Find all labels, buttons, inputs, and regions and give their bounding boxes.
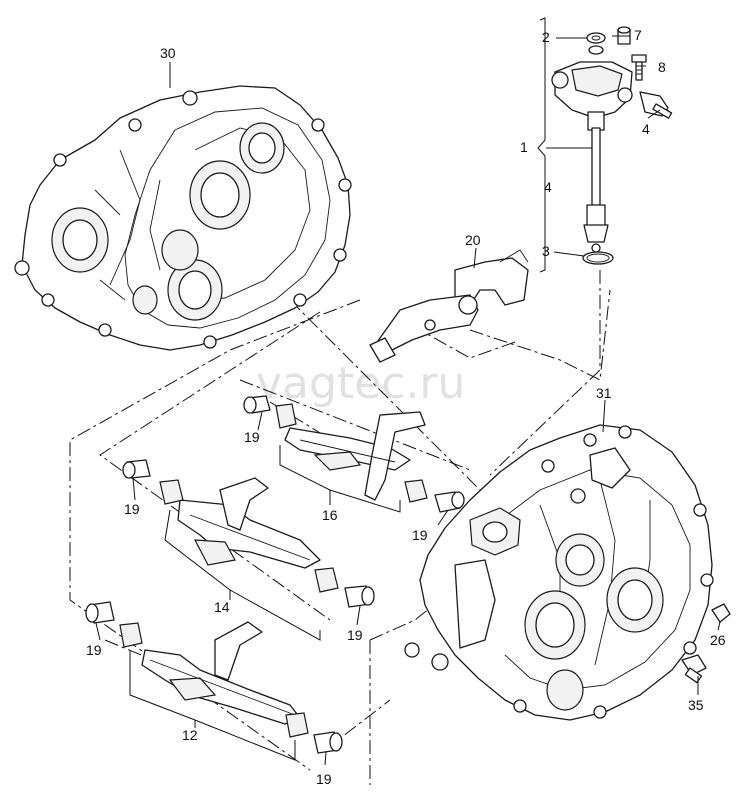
callout-4-bushing: 4 <box>642 121 650 137</box>
callout-7: 7 <box>634 27 642 43</box>
callout-35: 35 <box>688 697 704 713</box>
circlip-3 <box>582 251 614 265</box>
callout-19-b: 19 <box>124 501 140 517</box>
bushing-19-a <box>243 395 297 429</box>
callout-2: 2 <box>542 29 550 45</box>
callout-16: 16 <box>322 507 338 523</box>
shift-fork-16 <box>284 411 426 501</box>
callout-3: 3 <box>542 243 550 259</box>
callout-19-d: 19 <box>347 627 363 643</box>
bushing-19-f <box>285 712 343 754</box>
callout-19-a: 19 <box>244 429 260 445</box>
callout-31: 31 <box>596 385 612 401</box>
callout-20: 20 <box>465 232 481 248</box>
relay-lever-20 <box>369 249 529 363</box>
transmission-housing-30 <box>14 85 352 351</box>
nut-2 <box>586 32 606 55</box>
callout-1: 1 <box>520 139 528 155</box>
reverse-light-switch-35 <box>681 654 707 684</box>
bushing-4-upper <box>639 91 673 119</box>
bushing-19-b <box>122 459 184 505</box>
watermark-text: vagtec.ru <box>256 358 465 409</box>
leader-lines <box>95 17 721 766</box>
bolt-8 <box>631 54 647 81</box>
callout-19-e: 19 <box>86 642 102 658</box>
callout-12: 12 <box>182 727 198 743</box>
callout-30: 30 <box>160 45 176 61</box>
shift-fork-14 <box>177 477 321 569</box>
transmission-housing-31 <box>404 424 714 721</box>
callout-4-shaft: 4 <box>544 179 552 195</box>
callout-26: 26 <box>710 632 726 648</box>
bushing-19-c <box>404 479 465 513</box>
shift-fork-12 <box>141 621 301 725</box>
bushing-19-d <box>314 567 375 608</box>
callout-labels: 30 31 20 1 2 3 4 4 7 8 16 14 12 19 19 19… <box>86 27 726 787</box>
callout-19-f: 19 <box>316 771 332 787</box>
cap-7 <box>617 26 631 45</box>
drain-plug-26 <box>711 603 731 623</box>
bushing-19-e <box>85 601 143 648</box>
selector-shaft-assembly-1 <box>551 61 633 253</box>
callout-14: 14 <box>214 599 230 615</box>
callout-8: 8 <box>658 59 666 75</box>
callout-19-c: 19 <box>412 527 428 543</box>
